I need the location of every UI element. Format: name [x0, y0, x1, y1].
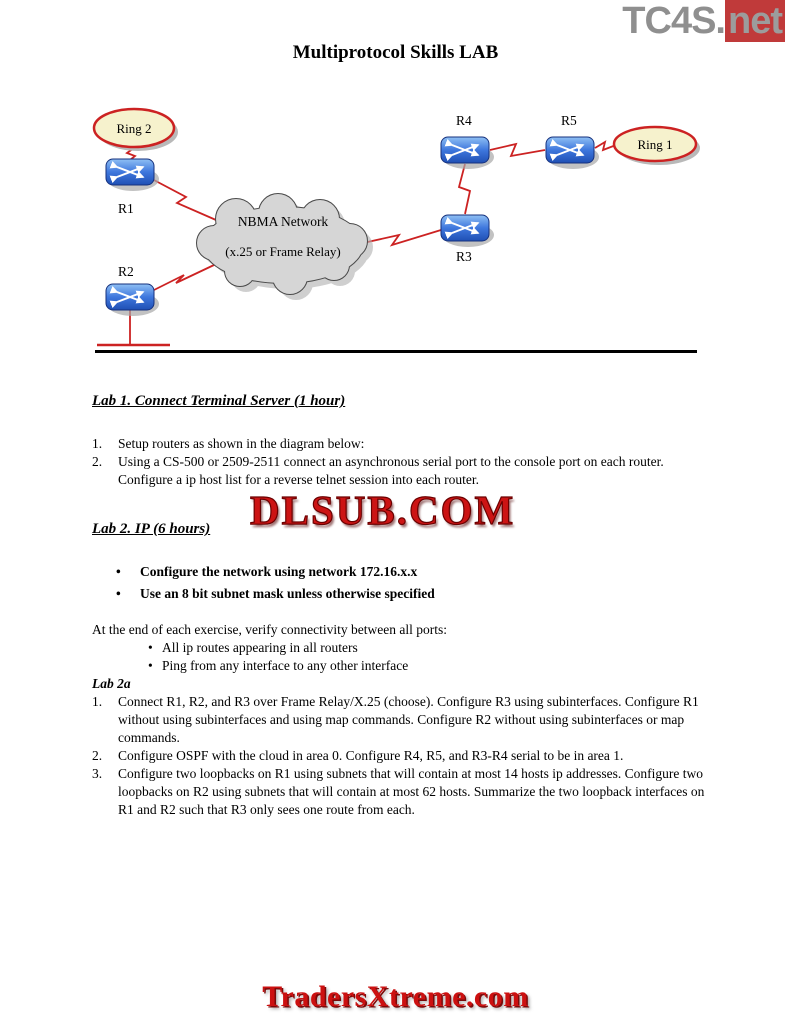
link-r2-cloud	[151, 264, 215, 292]
list-item-number: 1.	[92, 694, 103, 709]
site-logo-main: TC4S.	[622, 0, 726, 42]
link-r3-r4	[457, 163, 472, 215]
list-item-text: Using a CS-500 or 2509-2511 connect an a…	[118, 454, 664, 487]
lab2a-heading: Lab 2a	[92, 676, 131, 691]
list-item: 2. Configure OSPF with the cloud in area…	[92, 747, 706, 765]
router-r2-icon	[106, 284, 159, 316]
list-item-text: Ping from any interface to any other int…	[162, 658, 409, 673]
list-item: Use an 8 bit subnet mask unless otherwis…	[92, 585, 706, 603]
verify-intro: At the end of each exercise, verify conn…	[92, 622, 447, 637]
list-item: 2. Using a CS-500 or 2509-2511 connect a…	[92, 453, 706, 489]
ring2-label: Ring 2	[116, 121, 151, 136]
lab2-heading: Lab 2. IP (6 hours)	[92, 521, 211, 537]
cloud-label-line2: (x.25 or Frame Relay)	[225, 244, 341, 259]
list-item: 1. Connect R1, R2, and R3 over Frame Rel…	[92, 693, 706, 747]
list-item: All ip routes appearing in all routers	[92, 639, 706, 657]
router-r3-icon	[441, 215, 494, 247]
ring1-label: Ring 1	[637, 137, 672, 152]
list-item-text: Connect R1, R2, and R3 over Frame Relay/…	[118, 694, 699, 745]
router-r5-label: R5	[561, 113, 577, 128]
cloud-label-line1: NBMA Network	[238, 214, 329, 229]
lab2-requirements: Configure the network using network 172.…	[92, 563, 706, 603]
list-item-text: Configure two loopbacks on R1 using subn…	[118, 766, 705, 817]
bullet-icon	[92, 563, 140, 581]
list-item-text: Configure the network using network 172.…	[140, 564, 418, 579]
list-item: 3. Configure two loopbacks on R1 using s…	[92, 765, 706, 819]
list-item-number: 3.	[92, 766, 103, 781]
bullet-icon	[92, 585, 140, 603]
list-item-number: 2.	[92, 748, 103, 763]
section-divider	[95, 350, 697, 353]
router-r1-icon	[106, 159, 159, 191]
bullet-icon	[148, 657, 162, 675]
router-r3-label: R3	[456, 249, 472, 264]
list-item: Configure the network using network 172.…	[92, 563, 706, 581]
list-item-text: Setup routers as shown in the diagram be…	[118, 436, 365, 451]
router-r5-icon	[546, 137, 599, 169]
list-item-text: Use an 8 bit subnet mask unless otherwis…	[140, 586, 435, 601]
lab1-heading: Lab 1. Connect Terminal Server (1 hour)	[92, 393, 346, 409]
document-body: Lab 1. Connect Terminal Server (1 hour) …	[92, 391, 706, 819]
list-item-text: All ip routes appearing in all routers	[162, 640, 358, 655]
list-item-number: 1.	[92, 436, 103, 451]
site-logo: TC4S.net	[622, 0, 785, 42]
ring1-node: Ring 1	[612, 125, 700, 165]
router-r4-label: R4	[456, 113, 472, 128]
link-lines	[97, 140, 617, 347]
list-item-text: Configure OSPF with the cloud in area 0.…	[118, 748, 624, 763]
link-cloud-r3	[362, 229, 442, 247]
list-item: Ping from any interface to any other int…	[92, 657, 706, 675]
list-item: 1. Setup routers as shown in the diagram…	[92, 435, 706, 453]
bullet-icon	[148, 639, 162, 657]
network-diagram: NBMA Network (x.25 or Frame Relay) Ring …	[92, 107, 700, 347]
site-logo-suffix: net	[725, 0, 785, 42]
link-r5-ring1	[594, 140, 617, 152]
router-r1-label: R1	[118, 201, 134, 216]
ring2-node: Ring 2	[92, 107, 178, 151]
lab2a-list: 1. Connect R1, R2, and R3 over Frame Rel…	[92, 693, 706, 819]
nbma-cloud: NBMA Network (x.25 or Frame Relay)	[196, 193, 373, 300]
list-item-number: 2.	[92, 454, 103, 469]
footer-logo: TradersXtreme.com	[262, 980, 529, 1013]
router-r4-icon	[441, 137, 494, 169]
page-title: Multiprotocol Skills LAB	[292, 42, 499, 63]
link-r1-cloud	[151, 178, 217, 221]
dlsub-watermark: DLSUB.COM	[249, 486, 516, 533]
lab1-list: 1. Setup routers as shown in the diagram…	[92, 435, 706, 489]
router-r2-label: R2	[118, 264, 134, 279]
verify-list: All ip routes appearing in all routers P…	[92, 639, 706, 675]
link-r4-r5	[489, 142, 546, 158]
